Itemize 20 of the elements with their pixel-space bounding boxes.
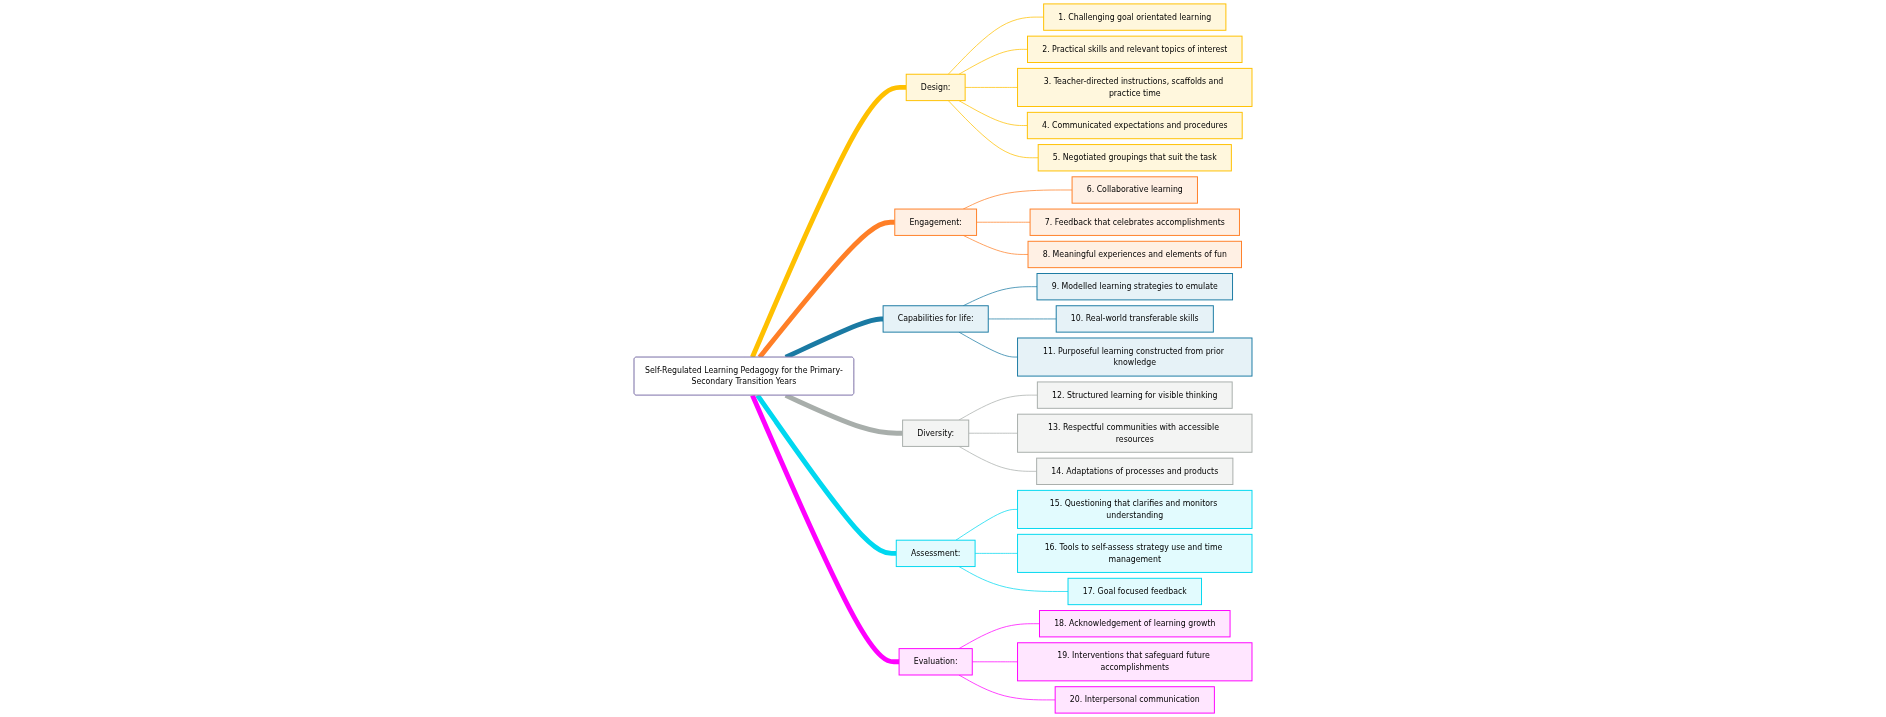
connector (958, 331, 1018, 358)
connector (968, 432, 1018, 434)
connector (974, 553, 1018, 554)
connector (958, 446, 1037, 472)
connector (962, 189, 1073, 210)
connector (958, 100, 1028, 126)
connector (987, 318, 1057, 320)
connector (750, 85, 907, 359)
connector (971, 661, 1018, 663)
connector (976, 221, 1031, 223)
connector (750, 394, 900, 665)
connector (757, 219, 895, 359)
connector (958, 394, 1038, 421)
connector (947, 16, 1044, 75)
connector (964, 87, 1018, 88)
connector (947, 100, 1039, 159)
connector (958, 566, 1069, 592)
connector (958, 623, 1040, 649)
connector (955, 509, 1018, 541)
connector (958, 48, 1028, 75)
